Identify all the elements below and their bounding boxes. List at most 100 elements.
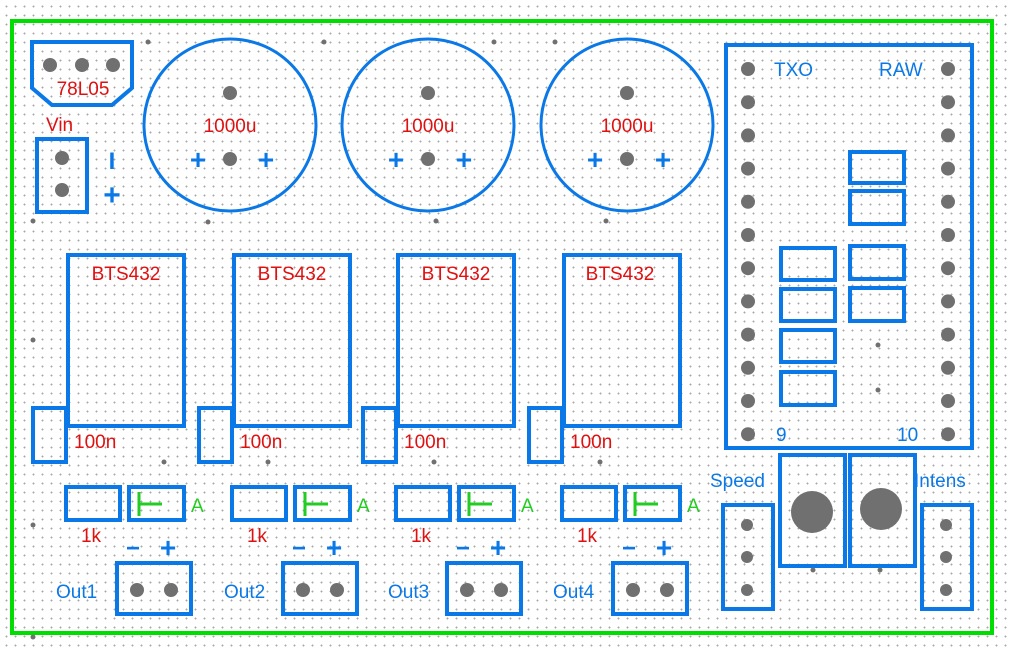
output-pad bbox=[330, 583, 344, 597]
via bbox=[30, 337, 36, 343]
capacitor-2: 1000u + + bbox=[340, 37, 516, 213]
output-connector bbox=[445, 561, 523, 616]
via bbox=[433, 218, 439, 224]
via bbox=[597, 459, 603, 465]
resistor-label: 1k bbox=[247, 526, 268, 547]
via bbox=[321, 39, 327, 45]
output-plus-label: + bbox=[490, 532, 506, 563]
capacitor-3: 1000u + + bbox=[539, 37, 715, 213]
driver-ic-label: BTS432 bbox=[92, 264, 161, 285]
capacitor-1: 1000u + + bbox=[142, 37, 318, 213]
speed-pot-header bbox=[721, 503, 775, 611]
speed-pot-pad bbox=[741, 519, 753, 531]
driver-ic-label: BTS432 bbox=[422, 264, 491, 285]
capacitor-plus-label: + bbox=[456, 144, 472, 175]
output-minus-label: − bbox=[456, 535, 470, 562]
regulator-78l05: 78L05 bbox=[30, 40, 134, 107]
mcu-pin-header-right bbox=[941, 62, 955, 442]
capacitor-pad bbox=[421, 86, 435, 100]
led-footprint bbox=[127, 485, 186, 522]
output-pad bbox=[296, 583, 310, 597]
mcu-pin-pad bbox=[741, 95, 755, 110]
mcu-pin-pad bbox=[741, 261, 755, 276]
regulator-label: 78L05 bbox=[57, 79, 110, 100]
mcu-pin-pad bbox=[941, 427, 955, 442]
mcu-pin-pad bbox=[941, 261, 955, 276]
output-connector bbox=[611, 561, 689, 616]
speed-pot: Speed bbox=[710, 471, 775, 611]
resistor-label: 1k bbox=[81, 526, 102, 547]
output-label: Out1 bbox=[56, 582, 97, 603]
mcu-smd-pad bbox=[779, 370, 837, 407]
via bbox=[552, 39, 558, 45]
push-button-2 bbox=[848, 453, 917, 568]
intens-pot-pad bbox=[940, 551, 952, 563]
via bbox=[877, 567, 883, 573]
driver-ic-outline bbox=[562, 253, 682, 428]
mcu-pin-pad bbox=[741, 228, 755, 242]
speed-pot-pad bbox=[741, 584, 753, 596]
via bbox=[30, 218, 36, 224]
mcu-pin-pad bbox=[941, 161, 955, 176]
intens-pot: Intens bbox=[914, 471, 974, 611]
capacitor-outline bbox=[142, 37, 318, 213]
via bbox=[30, 634, 36, 640]
via bbox=[145, 39, 151, 45]
decoupling-cap-pad bbox=[527, 406, 564, 464]
capacitor-outline bbox=[340, 37, 516, 213]
capacitor-plus-label: + bbox=[258, 144, 274, 175]
intens-pot-pad bbox=[940, 584, 952, 596]
output-minus-label: − bbox=[622, 535, 636, 562]
mcu-pin-pad bbox=[741, 128, 755, 143]
led-footprint bbox=[623, 485, 682, 522]
led-anode-label: A bbox=[191, 496, 204, 517]
regulator-pad bbox=[106, 58, 120, 72]
vin-label: Vin bbox=[46, 115, 73, 136]
regulator-pad bbox=[43, 58, 57, 72]
via bbox=[491, 39, 497, 45]
via-group bbox=[30, 39, 883, 640]
decoupling-cap-pad bbox=[31, 406, 68, 464]
mcu-smd-pad bbox=[848, 150, 906, 185]
mcu-pin-pad bbox=[941, 194, 955, 209]
output-pad bbox=[494, 583, 508, 597]
mcu-pin-pad bbox=[941, 327, 955, 342]
mcu-pin10-label: 10 bbox=[897, 425, 918, 446]
capacitor-pad bbox=[421, 152, 435, 166]
capacitor-pad bbox=[223, 152, 237, 166]
decoupling-cap-pad bbox=[361, 406, 398, 464]
mcu-outline bbox=[724, 43, 974, 450]
via bbox=[431, 459, 437, 465]
speed-pot-pad bbox=[741, 551, 753, 563]
channel-2: BTS432 100n 1k A − + Out2 bbox=[197, 253, 370, 616]
output-label: Out3 bbox=[388, 582, 429, 603]
vin-pad bbox=[55, 183, 69, 197]
mcu-pin-pad bbox=[741, 394, 755, 408]
led-footprint bbox=[293, 485, 352, 522]
output-label: Out4 bbox=[553, 582, 595, 603]
driver-ic-label: BTS432 bbox=[258, 264, 327, 285]
mcu-pin-header-left bbox=[741, 62, 755, 442]
mcu-raw-label: RAW bbox=[879, 60, 923, 81]
output-plus-label: + bbox=[160, 532, 176, 563]
push-button-cap bbox=[791, 491, 833, 533]
resistor-footprint bbox=[560, 485, 618, 522]
output-minus-label: − bbox=[292, 535, 306, 562]
mcu-pin9-label: 9 bbox=[776, 425, 787, 446]
driver-ic-outline bbox=[396, 253, 516, 428]
mcu-pin-pad bbox=[741, 62, 755, 76]
mcu-pin-pad bbox=[741, 360, 755, 375]
resistor-label: 1k bbox=[577, 526, 598, 547]
intens-label: Intens bbox=[914, 471, 966, 492]
regulator-pad bbox=[75, 58, 89, 72]
mcu-pin-pad bbox=[941, 294, 955, 309]
board-outline bbox=[10, 19, 994, 635]
output-plus-label: + bbox=[656, 532, 672, 563]
capacitor-plus-label: + bbox=[190, 144, 206, 175]
resistor-label: 1k bbox=[411, 526, 432, 547]
output-connector bbox=[281, 561, 359, 616]
channel-4: BTS432 100n 1k A − + Out4 bbox=[527, 253, 700, 616]
intens-pot-header bbox=[920, 503, 974, 611]
mcu-pin-pad bbox=[941, 394, 955, 408]
regulator-outline bbox=[30, 40, 134, 107]
